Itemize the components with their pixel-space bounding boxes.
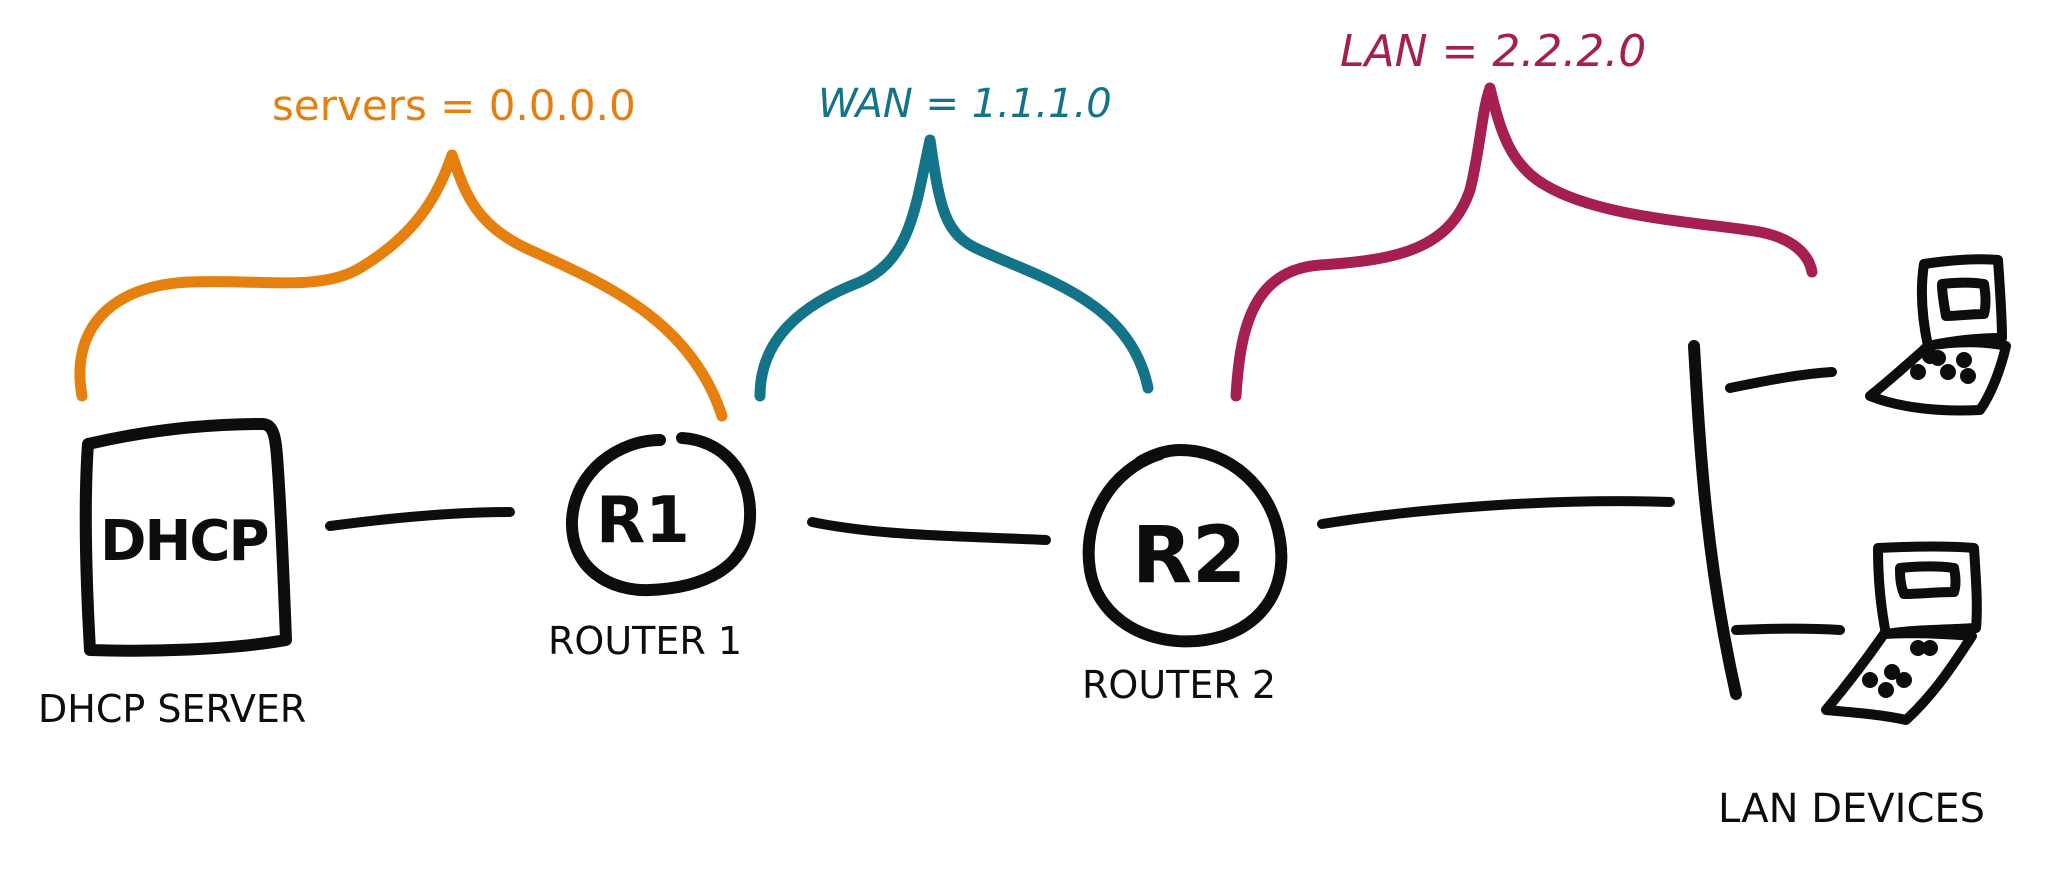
r1-text: R1 [596,484,690,558]
router-icon [1082,444,1288,648]
router2-caption: ROUTER 2 [1082,663,1276,707]
laptop-icon [1821,541,1982,725]
lan-bus [1688,340,1742,700]
servers-brace [74,149,728,422]
lan-drop-top [1725,367,1837,393]
router-icon [565,432,757,597]
link-r2-lan [1317,496,1675,529]
dhcp-box-text: DHCP [100,509,268,574]
laptop-icon [1865,254,2011,416]
lan-brace [1230,82,1818,402]
link-r1-r2 [807,517,1051,545]
lan-devices-caption: LAN DEVICES [1718,786,1985,832]
wan-label: WAN = 1.1.1.0 [818,81,1112,127]
lan-label: LAN = 2.2.2.0 [1340,26,1646,77]
dhcp-server-caption: DHCP SERVER [38,687,306,731]
router1-caption: ROUTER 1 [548,619,742,663]
wan-brace [754,134,1154,402]
lan-drop-bottom [1731,623,1845,635]
server-icon [79,418,292,657]
link-dhcp-r1 [325,507,515,531]
servers-label: servers = 0.0.0.0 [272,81,636,130]
r2-text: R2 [1132,511,1246,601]
